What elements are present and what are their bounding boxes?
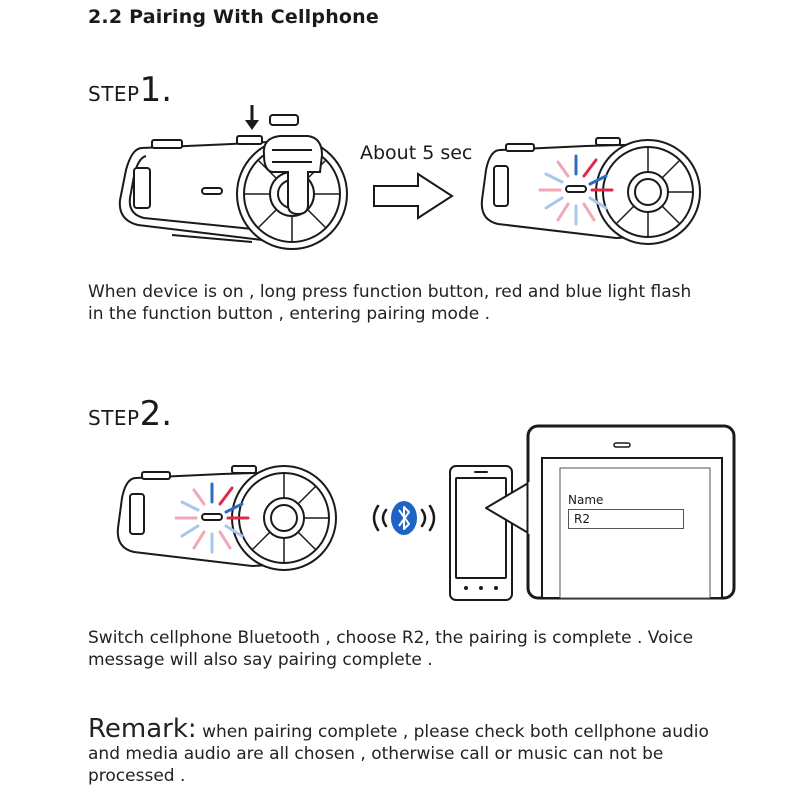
- remark: Remark: when pairing complete , please c…: [88, 716, 788, 787]
- step1-word: STEP: [88, 82, 140, 106]
- remark-line1: Remark: when pairing complete , please c…: [88, 716, 788, 743]
- step2-heading: STEP2.: [88, 394, 172, 434]
- step1-caption-line2: in the function button , entering pairin…: [88, 304, 491, 324]
- step1-caption-line1: When device is on , long press function …: [88, 282, 692, 302]
- step2-word: STEP: [88, 406, 140, 430]
- step2-caption-line1: Switch cellphone Bluetooth , choose R2, …: [88, 628, 694, 648]
- remark-heading: Remark:: [88, 714, 197, 744]
- remark-line2: and media audio are all chosen , otherwi…: [88, 744, 664, 764]
- headset-flashing-illustration: [480, 137, 701, 245]
- remark-text1: when pairing complete , please check bot…: [196, 722, 709, 742]
- step1-number: 1.: [139, 70, 173, 110]
- step2-number: 2.: [139, 394, 173, 434]
- bluetooth-icon: [372, 501, 436, 535]
- phone-name-field[interactable]: R2: [568, 509, 684, 529]
- down-arrow-icon: [245, 105, 259, 130]
- pressing-hand-icon: [262, 114, 324, 216]
- phone-name-value: R2: [574, 512, 590, 526]
- section-title: 2.2 Pairing With Cellphone: [88, 6, 379, 28]
- headset-press-illustration: [118, 105, 348, 250]
- phone-name-label: Name: [568, 493, 604, 507]
- right-arrow-icon: [373, 172, 454, 220]
- step2-caption: Switch cellphone Bluetooth , choose R2, …: [88, 627, 693, 671]
- remark-line3: processed .: [88, 766, 186, 786]
- flash-rays: [538, 154, 614, 226]
- step2-caption-line2: message will also say pairing complete .: [88, 650, 433, 670]
- duration-label: About 5 sec: [360, 142, 473, 164]
- flash-rays-step2: [174, 482, 250, 554]
- step1-caption: When device is on , long press function …: [88, 281, 691, 325]
- headset-pairing-illustration: [116, 465, 337, 571]
- step1-heading: STEP1.: [88, 70, 172, 110]
